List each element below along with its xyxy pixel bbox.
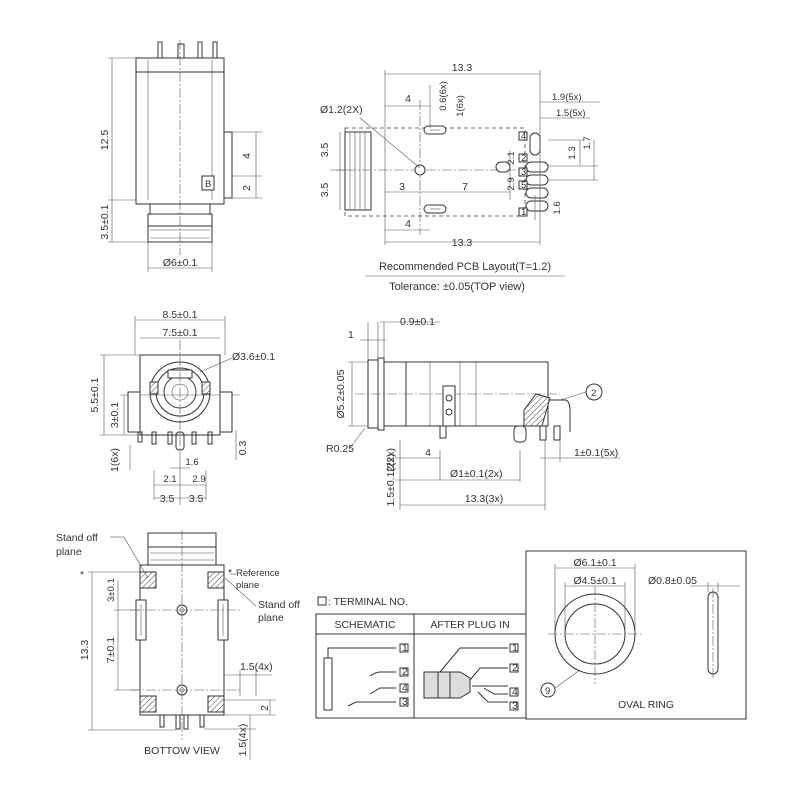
bottom-d3: 3±0.1 xyxy=(106,578,117,602)
pcb-d35b: 3.5 xyxy=(319,183,331,198)
pcb-d15: 1.5(5x) xyxy=(556,108,586,119)
side-d133: 13.3(3x) xyxy=(465,493,504,505)
pcb-d13: 1.3 xyxy=(567,146,578,159)
pcb-width-bottom: 13.3 xyxy=(452,237,473,249)
legend-pin-s1: 1 xyxy=(402,642,408,654)
ring-balloon: 9 xyxy=(545,686,550,697)
ring-d61: Ø6.1±0.1 xyxy=(573,557,616,569)
legend-pin-s2: 2 xyxy=(402,666,408,678)
front-view: B 12.5 3.5±0.1 4 2 Ø6±0.1 xyxy=(99,40,262,272)
end-p35b: 3.5 xyxy=(189,493,204,505)
pcb-tolerance: Tolerance: ±0.05(TOP view) xyxy=(389,281,525,293)
legend-pin-s3: 3 xyxy=(402,696,408,708)
end-view: 8.5±0.1 7.5±0.1 Ø3.6±0.1 5.5±0.1 3±0.1 1… xyxy=(89,309,275,505)
legend-pin-a2: 2 xyxy=(512,662,518,674)
end-p16: 1.6 xyxy=(185,457,198,468)
pcb-hole: Ø1.2(2X) xyxy=(320,104,363,116)
legend-pin-s4: 4 xyxy=(402,682,408,694)
pcb-d16: 1.6 xyxy=(552,201,563,214)
pcb-d19: 1.9(5x) xyxy=(552,92,582,103)
pcb-terminal-5: 5 xyxy=(521,180,526,191)
pcb-d7: 7 xyxy=(462,181,468,193)
end-p1: 1(6x) xyxy=(109,448,121,472)
ring-d45: Ø4.5±0.1 xyxy=(573,575,616,587)
bottom-d133: 13.3 xyxy=(79,640,91,661)
bottom-standoff-1: Stand off xyxy=(56,532,98,544)
legend-pin-a3: 3 xyxy=(512,700,518,712)
bottom-star-2: * xyxy=(228,567,232,579)
pcb-terminal-2: 2 xyxy=(521,153,526,164)
ring-d08: Ø0.8±0.05 xyxy=(648,575,697,587)
legend-pin-a1: 1 xyxy=(512,642,518,654)
side-d09: 0.9±0.1 xyxy=(400,316,435,328)
side-view: 2 1 0.9±0.1 Ø5.2±0.05 R0.25 2(2x) 4 Ø1±0… xyxy=(326,316,620,510)
side-balloon: 2 xyxy=(591,388,596,399)
bottom-star-1: * xyxy=(80,569,84,581)
side-d52: Ø5.2±0.05 xyxy=(335,369,347,418)
end-h55: 5.5±0.1 xyxy=(89,377,101,412)
bottom-standoff-2: Stand off xyxy=(258,599,300,611)
end-p35a: 3.5 xyxy=(160,493,175,505)
front-dim-2: 2 xyxy=(241,185,253,191)
pcb-terminal-1: 1 xyxy=(521,207,526,218)
legend-after-plug: AFTER PLUG IN xyxy=(430,619,509,631)
pcb-d21: 2.1 xyxy=(506,151,517,164)
pcb-d35a: 3.5 xyxy=(319,143,331,158)
bottom-title: BOTTOW VIEW xyxy=(144,745,220,757)
bottom-ref-2: plane xyxy=(236,580,259,591)
pcb-d4-top: 4 xyxy=(405,93,411,105)
side-d4: 4 xyxy=(425,447,431,459)
bottom-d7: 7±0.1 xyxy=(105,637,117,663)
pcb-terminal-3: 3 xyxy=(521,167,526,178)
oval-ring: 9 Ø6.1±0.1 Ø4.5±0.1 Ø0.8±0.05 OVAL RING xyxy=(525,550,747,720)
bottom-d2: 2 xyxy=(259,705,271,711)
pcb-d1: 1(6x) xyxy=(455,95,466,117)
pcb-d4-bottom: 4 xyxy=(405,218,411,230)
end-w75: 7.5±0.1 xyxy=(163,327,198,339)
pcb-caption: Recommended PCB Layout(T=1.2) xyxy=(379,261,551,273)
end-d36: Ø3.6±0.1 xyxy=(232,351,275,363)
side-d15: 1.5±0.1(2x) xyxy=(385,453,397,506)
ring-title: OVAL RING xyxy=(618,699,674,711)
bottom-view: Stand off plane * * Reference plane Stan… xyxy=(56,530,300,760)
side-d2x: 2(2x) xyxy=(385,448,397,472)
pcb-d17: 1.7 xyxy=(582,136,593,149)
schematic-legend: : TERMINAL NO. SCHEMATIC AFTER PLUG IN 1… xyxy=(315,596,527,719)
legend-terminal-label: : TERMINAL NO. xyxy=(328,596,408,608)
front-height: 12.5 xyxy=(99,130,111,151)
pcb-d29: 2.9 xyxy=(506,177,517,190)
bottom-d15b: 1.5(4x) xyxy=(237,724,249,757)
bottom-d15a: 1.5(4x) xyxy=(240,661,273,673)
end-h3: 3±0.1 xyxy=(109,402,121,428)
pcb-d3: 3 xyxy=(399,181,405,193)
side-d1x5: 1±0.1(5x) xyxy=(574,447,618,459)
end-p29: 2.9 xyxy=(192,474,205,485)
bottom-plane-2: plane xyxy=(258,612,284,624)
end-w85: 8.5±0.1 xyxy=(163,309,198,321)
legend-schematic: SCHEMATIC xyxy=(334,619,395,631)
pcb-layout: 4 2 3 5 1 13.3 13.3 Ø1.2(2X) 4 4 0.6(6x)… xyxy=(319,62,600,293)
pcb-terminal-4: 4 xyxy=(521,131,526,142)
bottom-plane-1: plane xyxy=(56,546,82,558)
end-p03: 0.3 xyxy=(237,441,249,456)
end-p21: 2.1 xyxy=(163,474,176,485)
bottom-ref-1: Reference xyxy=(236,568,280,579)
side-d1: 1 xyxy=(348,329,354,341)
pcb-width-top: 13.3 xyxy=(452,62,473,74)
side-d1x: Ø1±0.1(2x) xyxy=(450,468,502,480)
legend-pin-a4: 4 xyxy=(512,686,518,698)
front-base: 3.5±0.1 xyxy=(99,204,111,239)
front-diameter: Ø6±0.1 xyxy=(163,257,198,269)
front-dim-4: 4 xyxy=(241,153,253,159)
pcb-d06: 0.6(6x) xyxy=(438,81,449,111)
front-marker: B xyxy=(205,179,211,190)
side-r025: R0.25 xyxy=(326,443,354,455)
